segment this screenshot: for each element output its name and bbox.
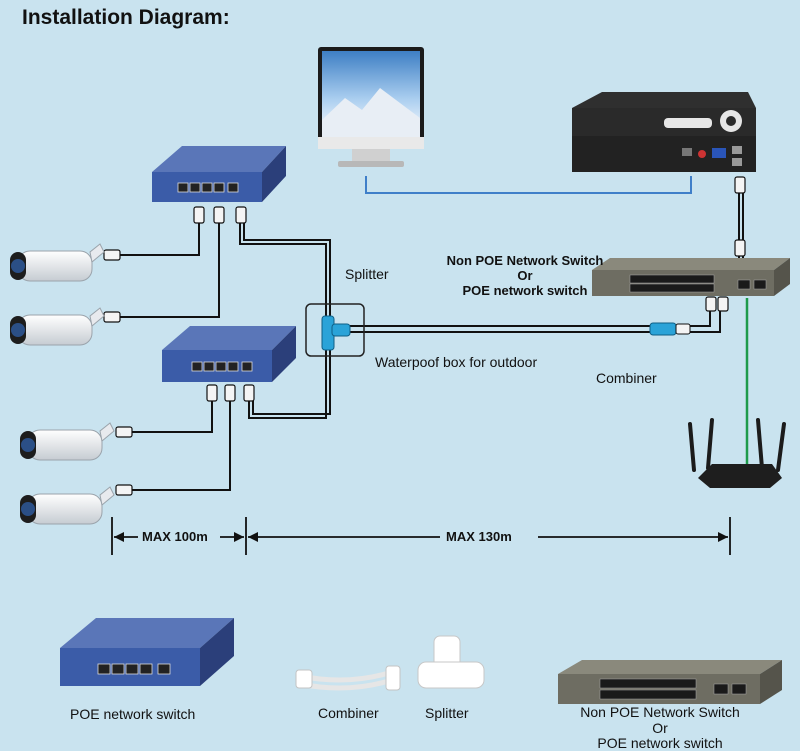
poe-switch-top — [152, 146, 286, 202]
legend-label-switch-line3: POE network switch — [597, 735, 723, 751]
rj45-plugs — [103, 176, 746, 496]
monitor — [318, 47, 424, 167]
label-switch-line2: Or — [517, 268, 533, 283]
legend-network-switch-device — [558, 660, 782, 704]
legend-combiner-device — [295, 665, 401, 691]
legend-label-switch-line2: Or — [652, 720, 668, 736]
cable-switch2-camera3 — [124, 400, 213, 433]
cable-switch1-camera1 — [112, 222, 200, 256]
splitter-device — [321, 315, 351, 351]
diagram-title: Installation Diagram: — [22, 6, 230, 29]
cable-monitor-nvr — [365, 176, 692, 194]
legend-splitter-device — [417, 635, 485, 689]
distance-markers — [111, 517, 731, 555]
cable-combiner-switch — [690, 308, 711, 327]
cable-switch2-camera4 — [124, 400, 231, 491]
camera-1 — [10, 243, 105, 282]
legend-poe-switch-device — [60, 618, 234, 686]
label-max-130m: MAX 130m — [446, 529, 512, 544]
camera-2 — [10, 307, 105, 346]
camera-4 — [20, 486, 115, 525]
label-switch-line3: POE network switch — [462, 283, 588, 298]
camera-3 — [20, 422, 115, 461]
cable-switch2-uplink — [248, 345, 327, 419]
wifi-router — [688, 418, 786, 488]
legend-label-splitter: Splitter — [425, 705, 469, 721]
network-switch-top — [592, 258, 790, 296]
cable-switch1-camera2 — [112, 222, 220, 318]
label-max-100m: MAX 100m — [142, 529, 208, 544]
legend-label-switch-line1: Non POE Network Switch — [580, 704, 740, 720]
legend-label-poe-switch: POE network switch — [70, 706, 196, 722]
combiner-device — [649, 322, 691, 336]
cable-switch1-uplink — [239, 222, 327, 318]
label-waterproof-box: Waterpoof box for outdoor — [375, 354, 538, 370]
cables — [112, 192, 744, 491]
legend-label-combiner: Combiner — [318, 705, 379, 721]
nvr-recorder — [572, 92, 756, 172]
waterproof-box — [305, 303, 365, 357]
poe-switch-bottom — [162, 326, 296, 382]
label-switch-line1: Non POE Network Switch — [446, 253, 604, 268]
label-combiner: Combiner — [596, 370, 657, 386]
label-splitter: Splitter — [345, 266, 389, 282]
